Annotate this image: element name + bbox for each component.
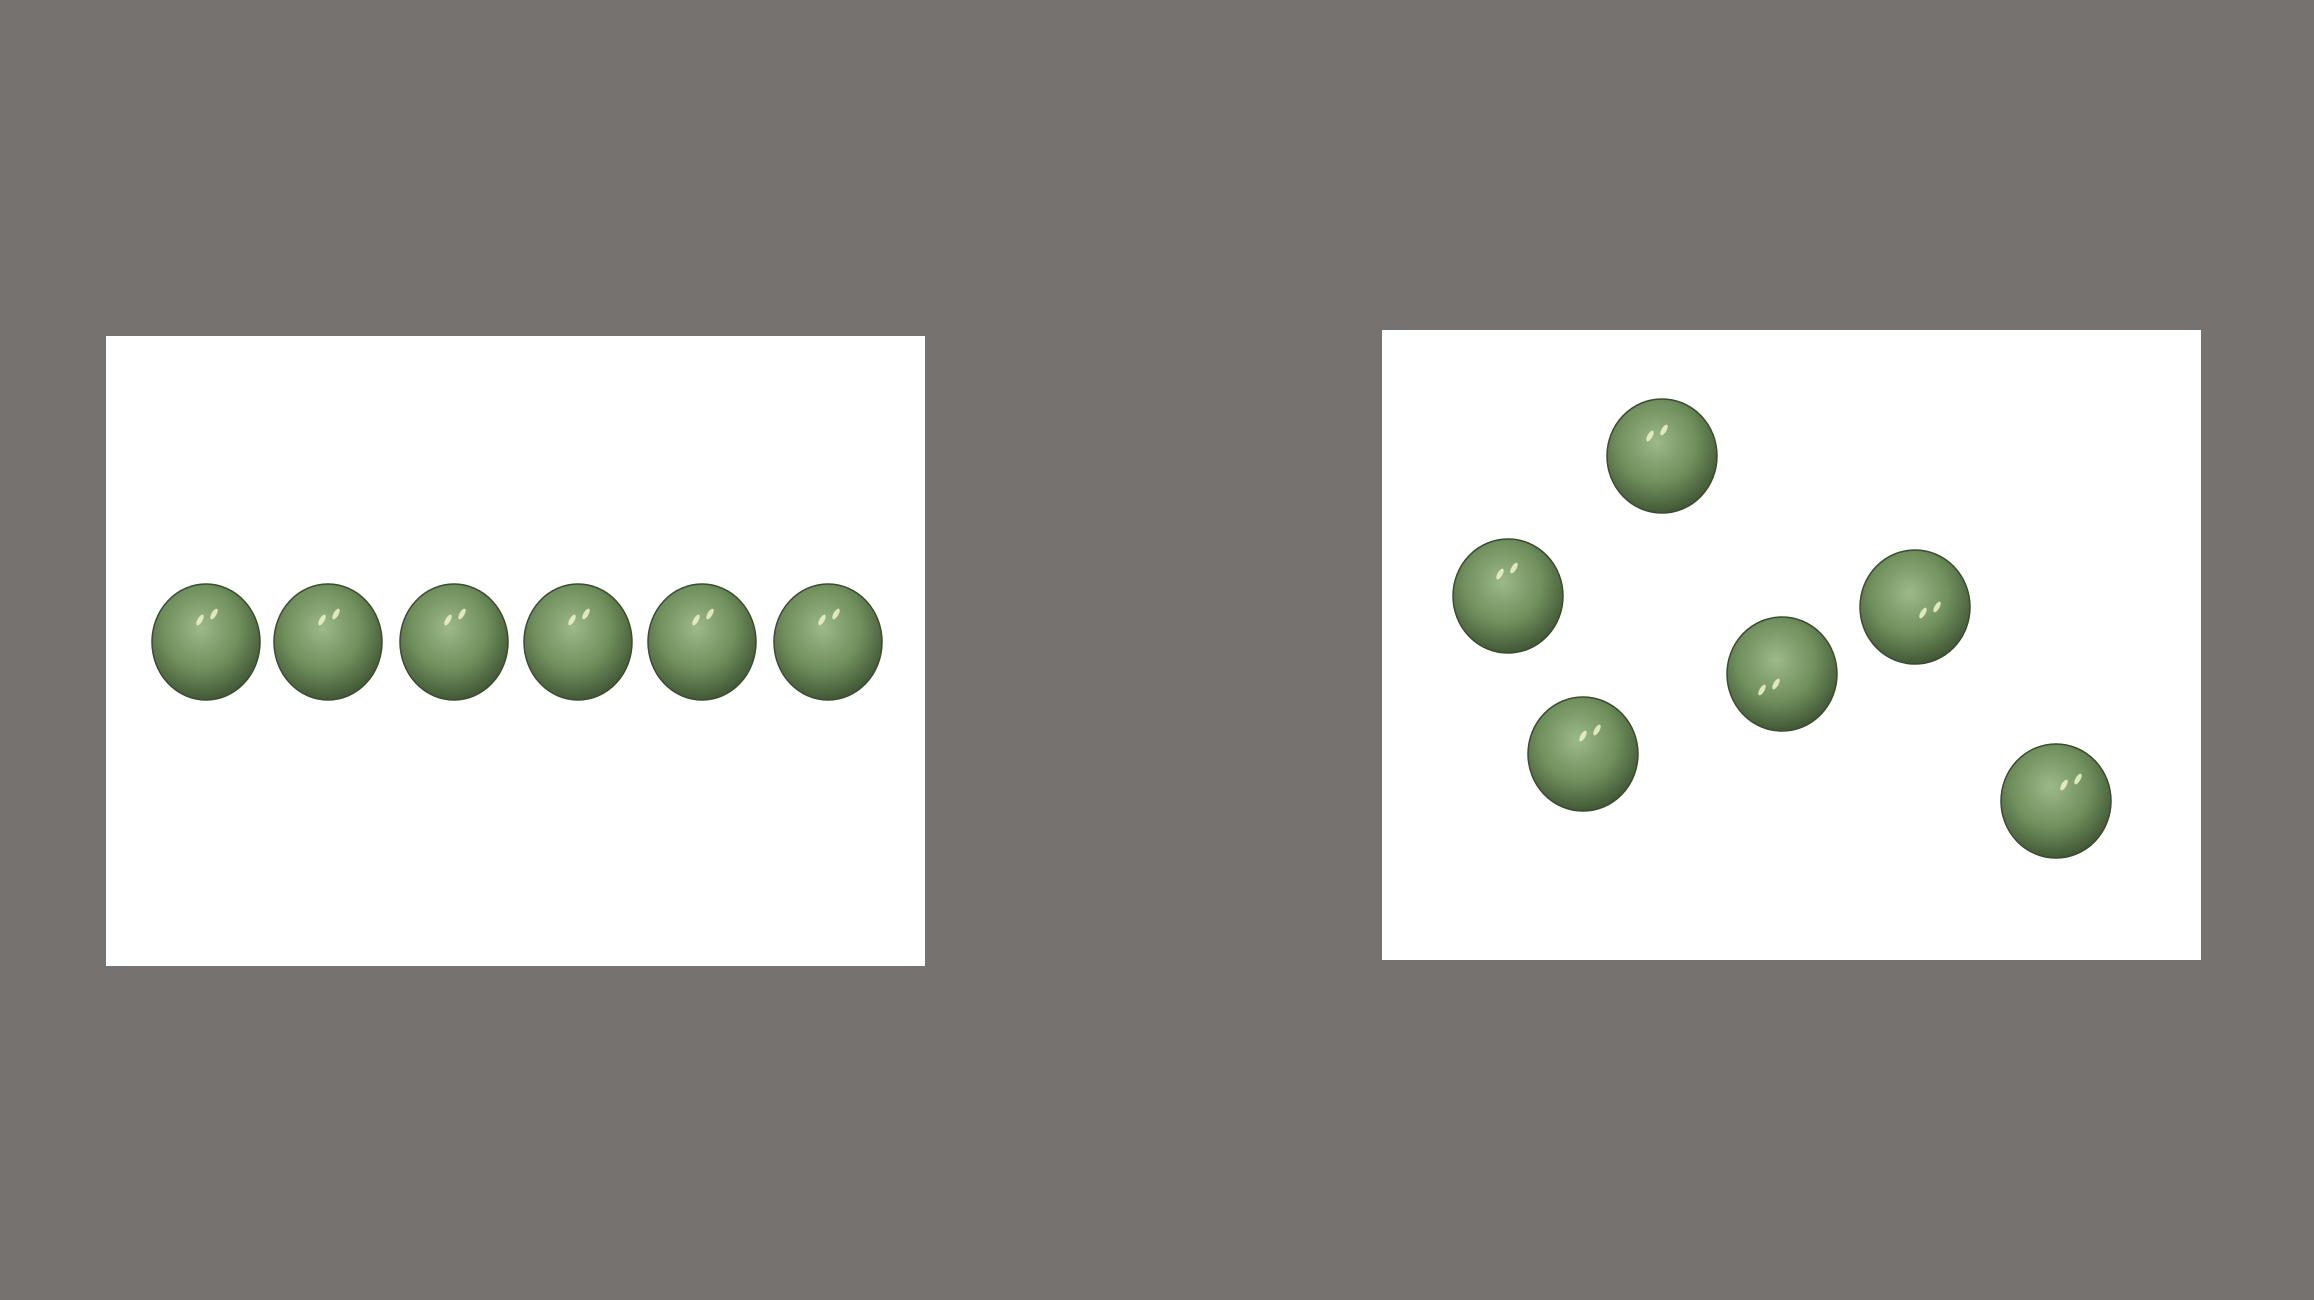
sphere [647,583,757,701]
sphere [773,583,883,701]
sphere [2000,743,2112,859]
sphere [273,583,383,701]
left-panel [106,336,925,966]
sphere [151,583,261,701]
right-panel [1382,330,2201,960]
sphere [1527,696,1639,812]
left-panel-canvas [151,583,883,701]
right-panel-canvas [1452,398,2112,859]
sphere [399,583,509,701]
sphere [1859,549,1971,665]
sphere [1452,538,1564,654]
sphere [523,583,633,701]
sphere [1726,616,1838,732]
sphere [1606,398,1718,514]
